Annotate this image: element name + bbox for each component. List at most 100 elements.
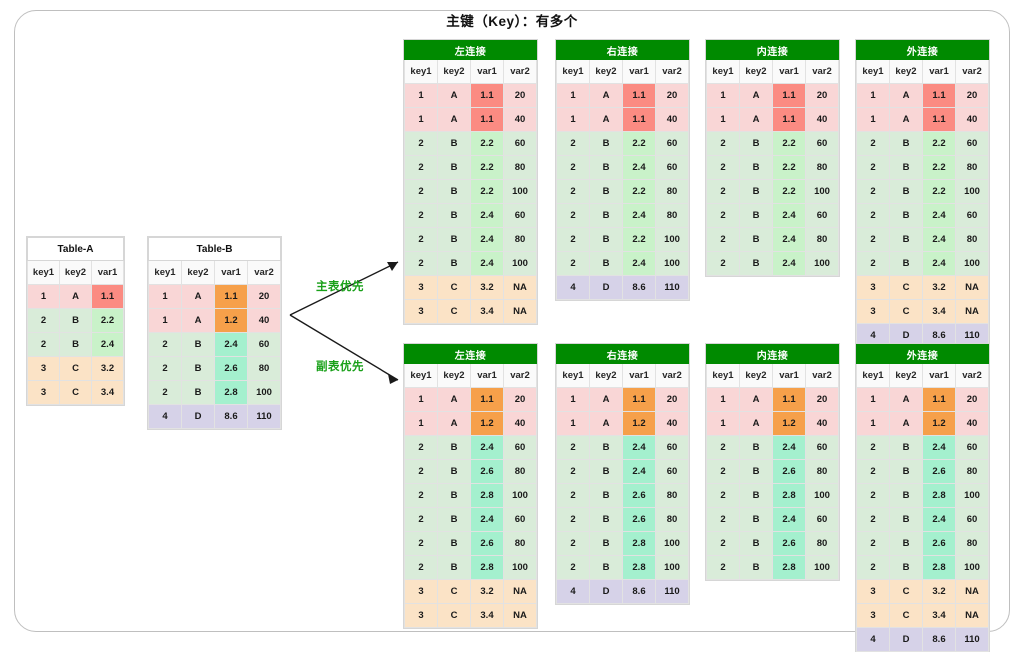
cell-var2: 80	[655, 203, 689, 228]
cell-key2: A	[181, 284, 215, 309]
cell-var1: 2.8	[622, 531, 656, 556]
cell-var1: 1.1	[91, 284, 124, 309]
column-header-key2: key2	[739, 59, 773, 84]
cell-key1: 1	[706, 387, 740, 412]
column-header-var2: var2	[805, 363, 839, 388]
cell-var1: 2.4	[622, 435, 656, 460]
cell-var1: 1.2	[772, 411, 806, 436]
table-caption-row: 右连接	[556, 40, 689, 60]
cell-var1: 2.8	[470, 483, 504, 508]
cell-var1: 1.2	[214, 308, 248, 333]
cell-var1: 2.4	[91, 332, 124, 357]
cell-key1: 2	[856, 531, 890, 556]
column-header-var1: var1	[772, 363, 806, 388]
cell-var1: 1.1	[922, 83, 956, 108]
cell-key2: A	[739, 387, 773, 412]
cell-key2: B	[589, 435, 623, 460]
cell-key2: C	[889, 299, 923, 324]
cell-key1: 2	[706, 507, 740, 532]
cell-key2: D	[181, 404, 215, 429]
cell-var1: 2.6	[922, 459, 956, 484]
cell-key2: B	[437, 155, 471, 180]
table-caption-row: 右连接	[556, 344, 689, 364]
cell-var2: 80	[503, 459, 537, 484]
cell-key1: 2	[706, 459, 740, 484]
cell-key2: B	[889, 251, 923, 276]
cell-key1: 1	[706, 107, 740, 132]
cell-var2: 40	[805, 411, 839, 436]
table-caption-row: 左连接	[404, 344, 537, 364]
cell-key2: B	[59, 308, 92, 333]
cell-key2: B	[589, 507, 623, 532]
cell-key2: A	[589, 387, 623, 412]
cell-key1: 2	[556, 435, 590, 460]
cell-var2: 80	[503, 531, 537, 556]
cell-var1: 2.8	[772, 555, 806, 580]
cell-var1: 1.1	[470, 83, 504, 108]
cell-key2: B	[739, 483, 773, 508]
cell-key1: 2	[404, 507, 438, 532]
cell-var2: 100	[247, 380, 281, 405]
table-caption: Table-A	[27, 237, 124, 261]
cell-var2: 60	[655, 459, 689, 484]
cell-key1: 3	[27, 380, 60, 405]
cell-key2: B	[589, 483, 623, 508]
cell-var2: NA	[955, 299, 989, 324]
cell-key2: B	[589, 203, 623, 228]
cell-key1: 4	[856, 627, 890, 652]
column-header-key1: key1	[404, 363, 438, 388]
cell-key1: 1	[148, 308, 182, 333]
cell-var1: 2.4	[922, 251, 956, 276]
table-caption-row: 外连接	[856, 344, 989, 364]
cell-key1: 2	[556, 507, 590, 532]
cell-key1: 2	[856, 155, 890, 180]
cell-key1: 1	[556, 411, 590, 436]
cell-var1: 1.1	[922, 387, 956, 412]
cell-var2: 20	[955, 83, 989, 108]
cell-var1: 2.6	[470, 531, 504, 556]
column-header-key2: key2	[739, 363, 773, 388]
table-caption: 左连接	[404, 344, 537, 364]
cell-key1: 2	[404, 555, 438, 580]
cell-var1: 1.1	[622, 107, 656, 132]
cell-key2: B	[889, 227, 923, 252]
table-caption-row: 左连接	[404, 40, 537, 60]
cell-var2: 60	[247, 332, 281, 357]
cell-var2: 40	[503, 107, 537, 132]
arrow-label-main-priority: 主表优先	[316, 281, 364, 293]
cell-key1: 2	[404, 203, 438, 228]
cell-var2: 100	[805, 483, 839, 508]
cell-var2: 110	[955, 323, 989, 348]
table-caption-row: 内连接	[706, 40, 839, 60]
cell-var2: 80	[955, 459, 989, 484]
cell-key2: B	[589, 531, 623, 556]
cell-var2: 60	[805, 131, 839, 156]
cell-var2: 80	[805, 531, 839, 556]
cell-var1: 3.2	[922, 579, 956, 604]
cell-key2: A	[739, 411, 773, 436]
